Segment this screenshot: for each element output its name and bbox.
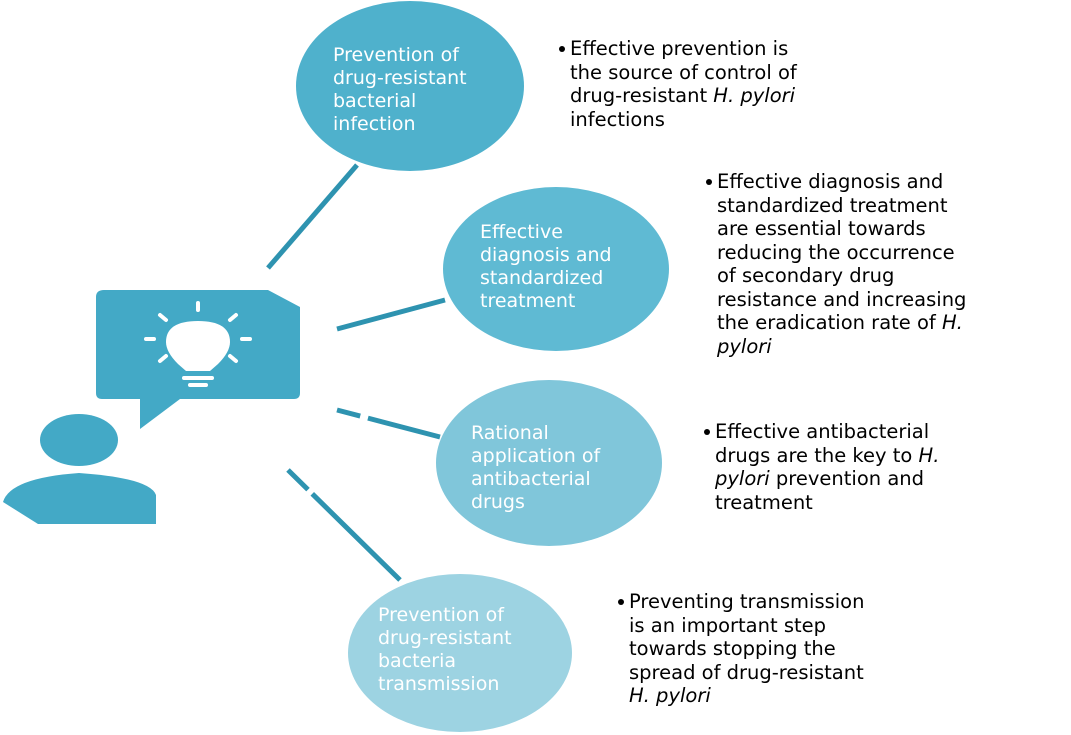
label-line: standardized bbox=[480, 267, 604, 289]
label-line: Rational bbox=[471, 422, 549, 444]
circle-diagnosis-treatment bbox=[443, 187, 669, 351]
bullet-2: Effective diagnosis and standardized tre… bbox=[706, 170, 967, 358]
lightbulb-icon bbox=[144, 301, 252, 387]
person-icon bbox=[3, 414, 156, 524]
circle-rational-drugs bbox=[436, 380, 662, 546]
bullet-4: Preventing transmission is an important … bbox=[618, 590, 865, 708]
label-line: Prevention of bbox=[378, 604, 504, 626]
bullet-line: are essential towards bbox=[717, 217, 926, 240]
bullet-line: drugs are the key to H. bbox=[715, 443, 940, 467]
label-line: Effective bbox=[480, 221, 563, 243]
label-line: transmission bbox=[378, 673, 500, 695]
label-line: drug-resistant bbox=[333, 67, 467, 89]
bullet-dot-icon bbox=[618, 599, 624, 605]
label-line: infection bbox=[333, 113, 416, 135]
bullet-line: pylori bbox=[717, 334, 772, 358]
bullet-dot-icon bbox=[704, 429, 710, 435]
label-line: bacteria bbox=[378, 650, 457, 672]
bullet-line: spread of drug-resistant bbox=[629, 660, 864, 684]
connector-line-4 bbox=[286, 468, 402, 582]
label-line: diagnosis and bbox=[480, 244, 612, 266]
bullet-line: resistance and increasing bbox=[717, 287, 967, 311]
label-line: Prevention of bbox=[333, 44, 459, 66]
bullet-3: Effective antibacterial drugs are the ke… bbox=[704, 420, 940, 514]
bullet-line: Effective prevention is bbox=[570, 37, 789, 60]
bullet-dot-icon bbox=[559, 46, 565, 52]
bullet-line: standardized treatment bbox=[717, 193, 948, 217]
bullet-line: reducing the occurrence bbox=[717, 240, 955, 264]
bullet-line: infections bbox=[570, 107, 665, 131]
circle-label-2: Effective diagnosis and standardized tre… bbox=[480, 221, 612, 313]
label-line: treatment bbox=[480, 290, 576, 312]
bullet-1: Effective prevention is the source of co… bbox=[559, 37, 797, 131]
bullet-line: of secondary drug bbox=[717, 264, 895, 287]
circle-label-4: Prevention of drug-resistant bacteria tr… bbox=[378, 604, 512, 696]
bullet-line: the source of control of bbox=[570, 60, 797, 84]
bullet-line: H. pylori bbox=[629, 684, 711, 707]
connector-line-2 bbox=[336, 297, 446, 332]
circle-prevention-infection bbox=[296, 1, 524, 171]
label-line: application of bbox=[471, 445, 601, 467]
circle-prevention-transmission bbox=[348, 574, 572, 732]
bullet-line: pylori prevention and bbox=[715, 467, 924, 490]
bullet-dot-icon bbox=[706, 179, 712, 185]
label-line: drugs bbox=[471, 491, 525, 513]
circle-label-3: Rational application of antibacterial dr… bbox=[471, 422, 600, 514]
label-line: drug-resistant bbox=[378, 627, 512, 649]
circle-label-1: Prevention of drug-resistant bacterial i… bbox=[333, 44, 467, 136]
connector-line-1 bbox=[266, 163, 359, 270]
bullet-line: Effective antibacterial bbox=[715, 420, 930, 443]
connector-lines bbox=[266, 163, 446, 582]
bullet-line: Effective diagnosis and bbox=[717, 170, 944, 193]
bullet-line: Preventing transmission bbox=[629, 590, 865, 613]
bullet-line: towards stopping the bbox=[629, 637, 836, 660]
bullet-line: drug-resistant H. pylori bbox=[570, 84, 796, 107]
label-line: bacterial bbox=[333, 90, 417, 112]
bullet-line: is an important step bbox=[629, 613, 826, 637]
bullet-line: the eradication rate of H. bbox=[717, 311, 963, 334]
label-line: antibacterial bbox=[471, 468, 591, 490]
bullet-line: treatment bbox=[715, 490, 813, 514]
connector-line-3 bbox=[336, 407, 441, 440]
